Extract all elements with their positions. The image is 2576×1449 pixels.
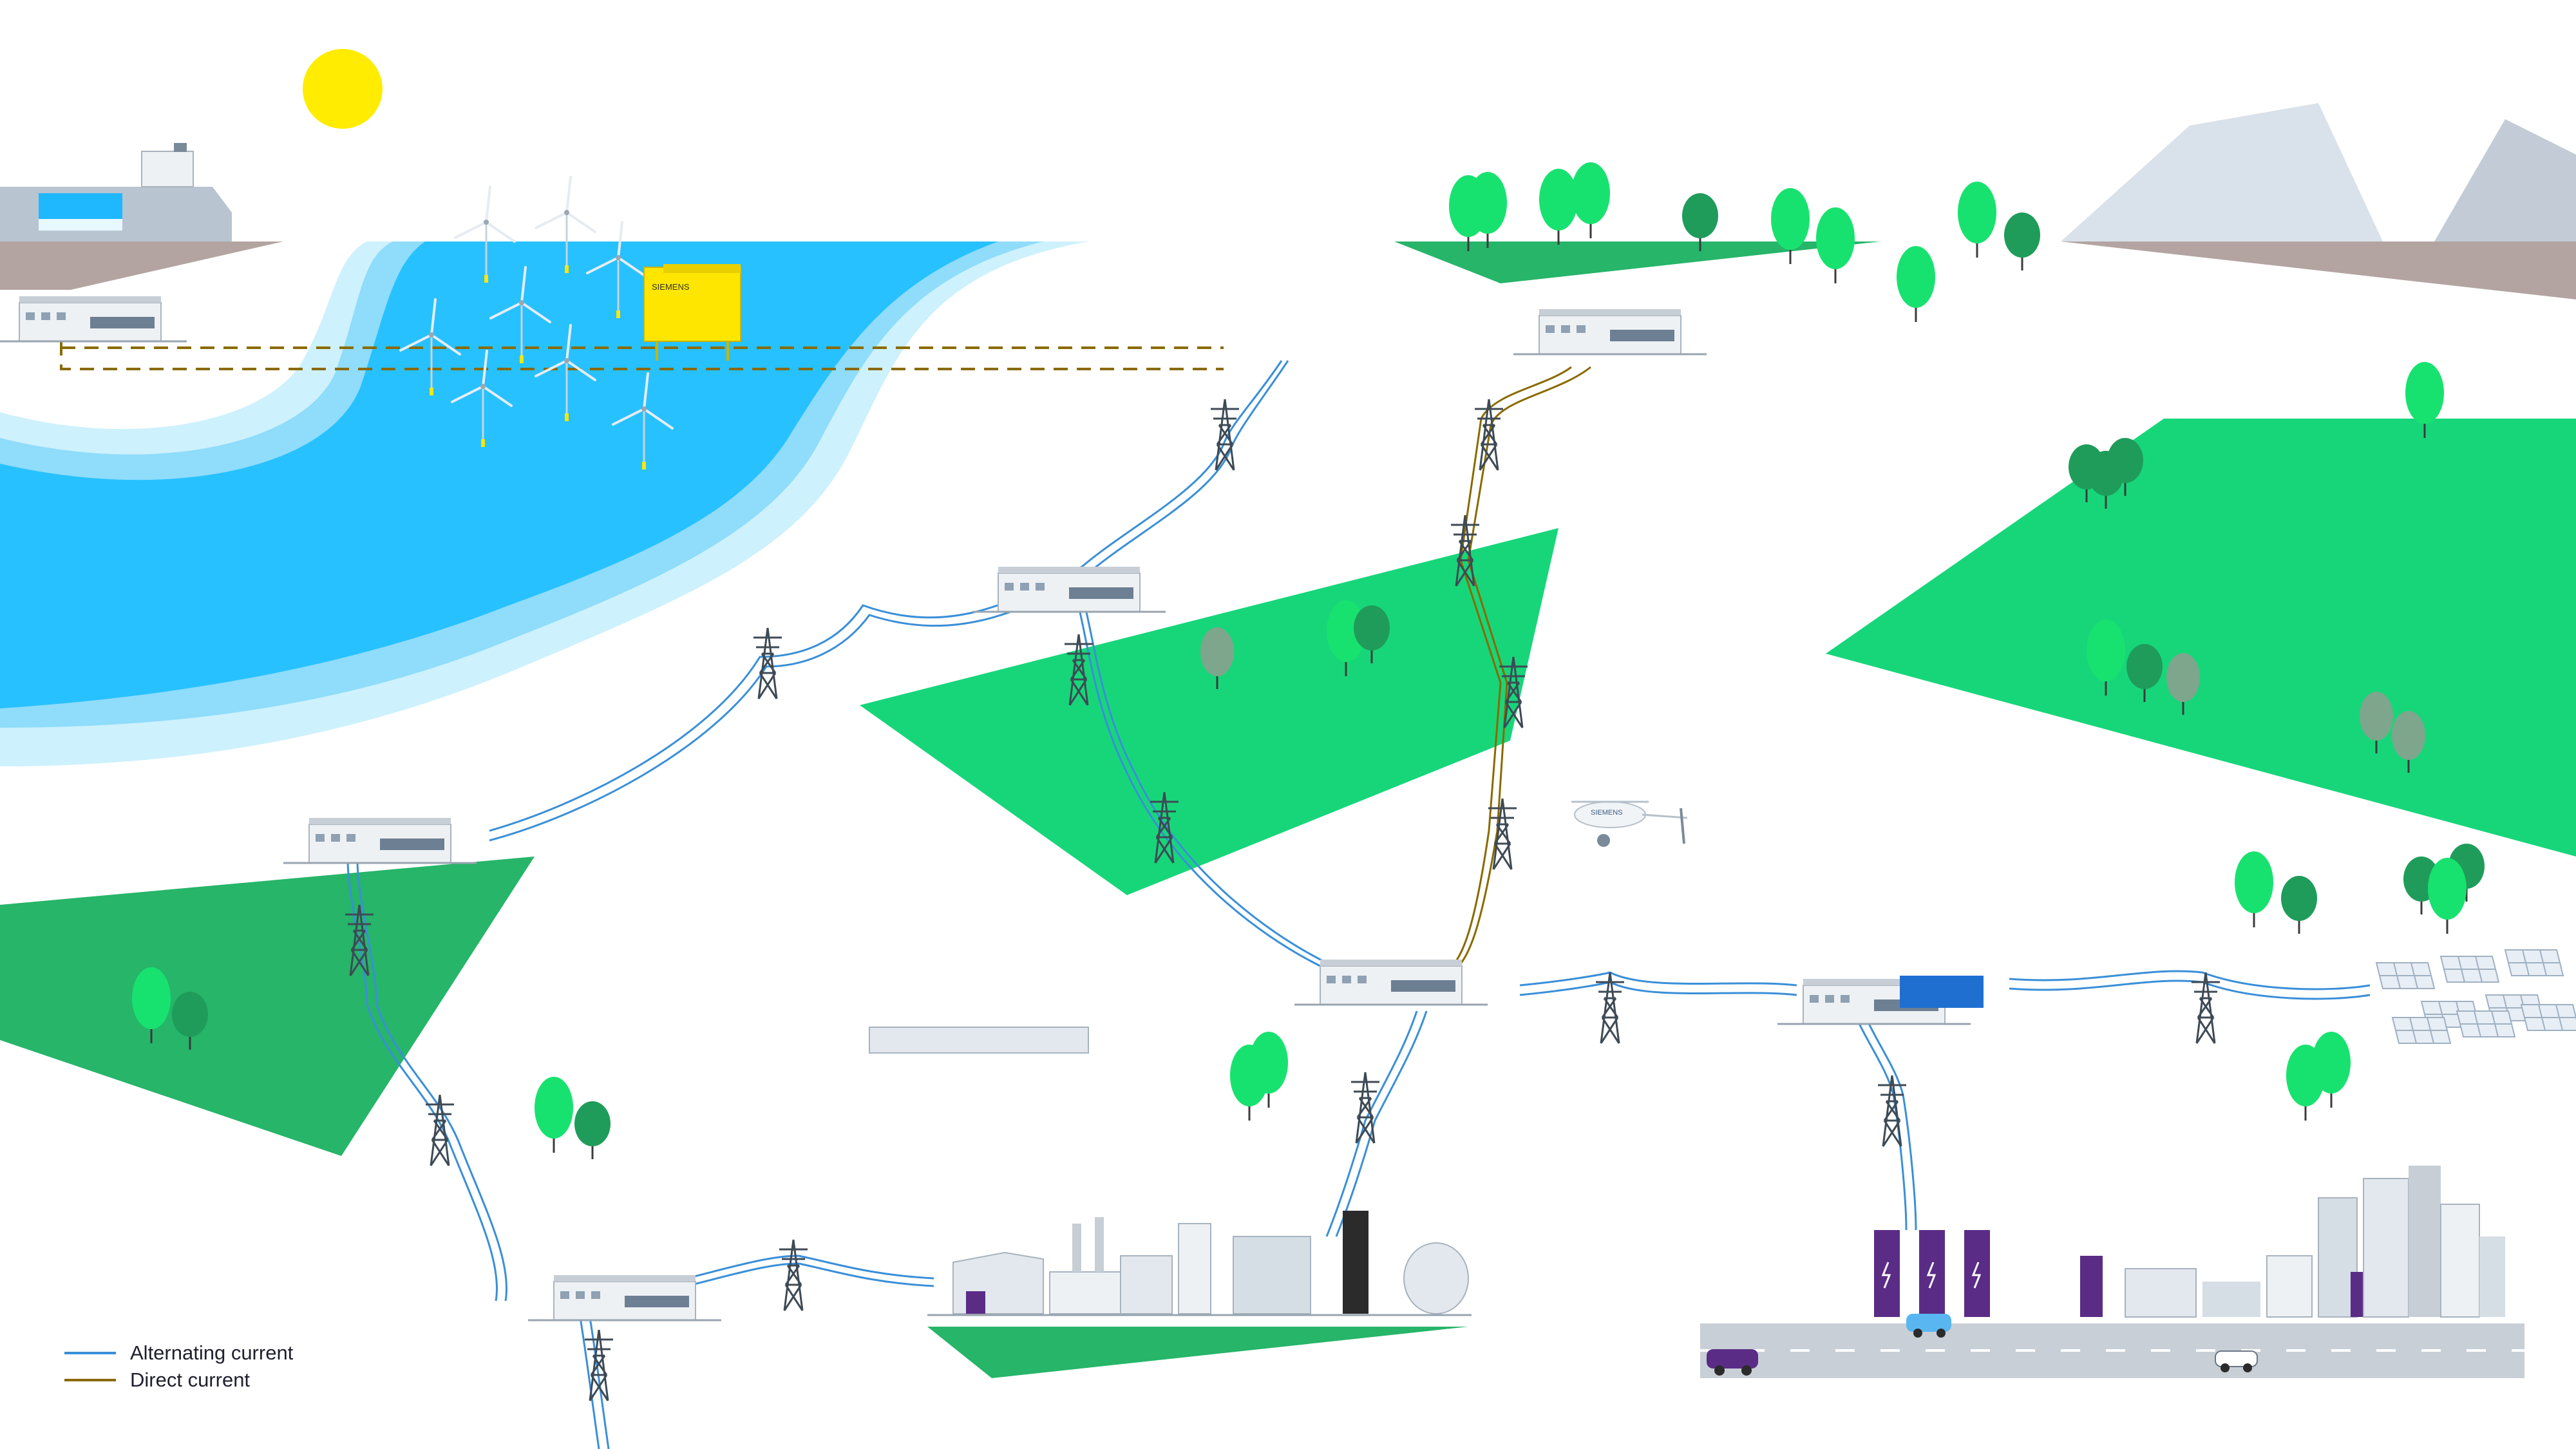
dc-cable [60,341,1591,974]
mountain-icon [2061,103,2576,299]
road [1700,1323,2524,1378]
legend-item-dc: Direct current [64,1367,293,1394]
substation-icon [0,295,1984,1321]
land-center [860,528,1558,895]
ac-lines [346,360,2371,1449]
solar-panel-icon [2376,949,2576,1044]
land-top [1394,242,1880,283]
legend-item-ac: Alternating current [64,1340,293,1367]
car-icon [1707,1314,2258,1376]
factory-icon [927,1211,1472,1316]
legend-swatch-ac [64,1352,116,1354]
city-skyline-icon [2080,1166,2505,1318]
legend-swatch-dc [64,1379,116,1381]
offshore-platform-icon: SIEMENS [643,264,741,361]
land-right [1826,419,2576,857]
ev-charger-icon [1874,1230,1990,1317]
legend: Alternating current Direct current [64,1340,293,1394]
drone-icon: SIEMENS [1571,800,1688,847]
sun-icon [303,49,383,129]
sea [0,242,1088,766]
land-bottom [927,1327,1468,1378]
hydro-dam-icon [0,143,283,290]
legend-label-ac: Alternating current [130,1341,294,1364]
svg-text:SIEMENS: SIEMENS [652,282,690,292]
legend-label-dc: Direct current [130,1368,251,1391]
land-left [0,857,535,1156]
svg-text:SIEMENS: SIEMENS [1591,809,1623,817]
